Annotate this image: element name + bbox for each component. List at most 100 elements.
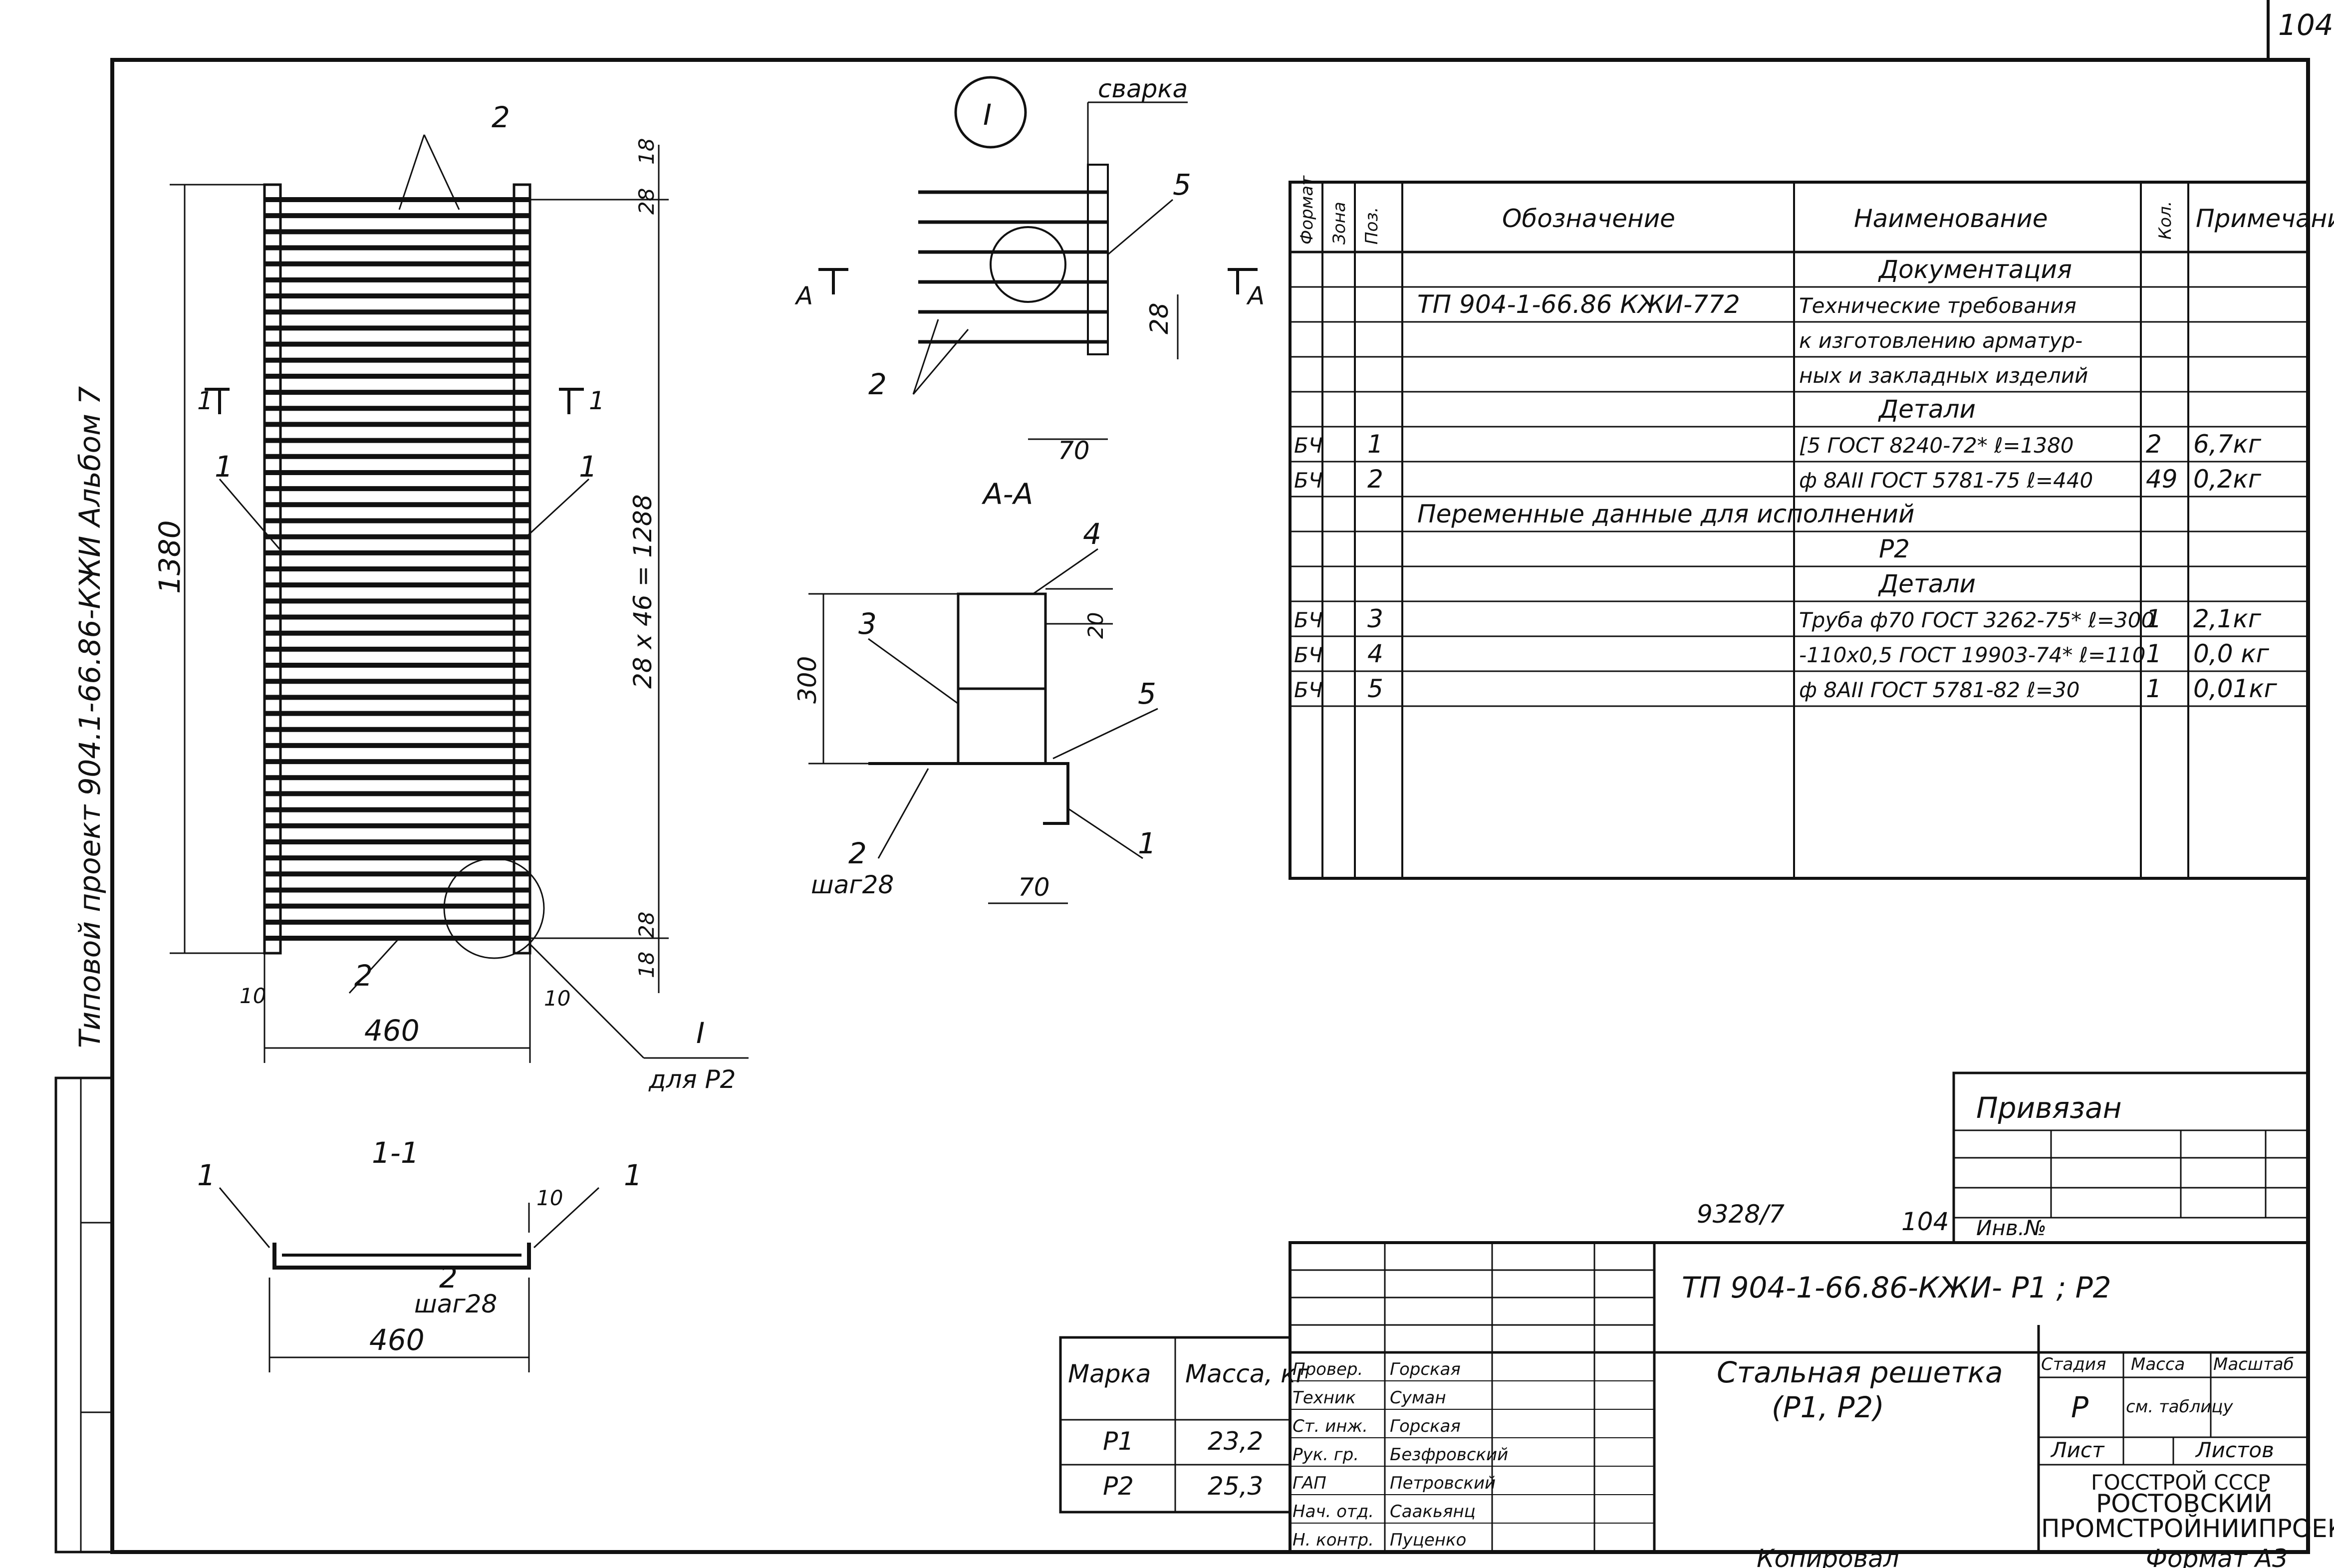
tb-name-2: (Р1, Р2) <box>1772 1390 1884 1424</box>
section-11-pos-mid: 2 <box>439 1261 458 1295</box>
spec-cell-pos: 2 <box>1367 465 1383 494</box>
signer-name: Петровский <box>1390 1473 1496 1493</box>
front-view: 1380 28 x 46 = 1288 18 28 28 18 460 10 1… <box>153 100 749 1094</box>
spec-cell-name: ф 8АII ГОСТ 5781-75 ℓ=440 <box>1799 468 2093 493</box>
mass-row2-mass: 25,3 <box>1208 1472 1263 1501</box>
spec-cell-code: ТП 904-1-66.86 КЖИ-772 <box>1417 290 1740 319</box>
sheet-code: 9328/7 <box>1697 1200 1785 1229</box>
spec-cell-name: Документация <box>1878 255 2072 284</box>
pos-left-1: 1 <box>215 450 233 484</box>
spec-cell-pos: 5 <box>1367 674 1383 703</box>
spec-cell-name: Технические требования <box>1799 293 2076 318</box>
signer-name: Саакьянц <box>1390 1502 1476 1522</box>
dim-top-18: 18 <box>634 138 659 165</box>
copied-by: Копировал <box>1757 1544 1899 1568</box>
spec-cell-fmt: БЧ <box>1294 678 1323 702</box>
detail-I-label: I <box>983 98 992 132</box>
signer-role: Ст. инж. <box>1293 1416 1368 1436</box>
detail-pos-5: 5 <box>1173 168 1191 202</box>
signer-name: Горская <box>1390 1416 1461 1436</box>
pos-bottom-2: 2 <box>354 959 373 993</box>
spec-head-note: Примечание <box>2196 204 2334 233</box>
spec-cell-name: к изготовлению арматур- <box>1799 328 2082 353</box>
section-1-1: 1-1 1 1 2 шаг28 10 460 <box>197 1136 642 1372</box>
tb-stage-head: Стадия <box>2041 1354 2106 1374</box>
detail-I: I сварка 5 2 28 70 А А <box>794 74 1265 465</box>
detail-bars <box>918 190 1108 344</box>
callout-num: I <box>696 1016 705 1050</box>
dim-top-28: 28 <box>634 188 659 215</box>
dim-left-10: 10 <box>240 984 266 1008</box>
spec-cell-note: 0,01кг <box>2193 674 2278 703</box>
signer-role: Провер. <box>1293 1359 1363 1379</box>
mass-row1-mark: Р1 <box>1103 1427 1134 1456</box>
tb-org-1: ГОССТРОЙ СССР <box>2091 1470 2270 1495</box>
spec-cell-qty: 49 <box>2146 465 2178 494</box>
signer-role: Нач. отд. <box>1293 1502 1374 1522</box>
mass-row2-mark: Р2 <box>1103 1472 1134 1501</box>
spec-head-name: Наименование <box>1854 204 2048 233</box>
spec-cell-qty: 1 <box>2146 674 2162 703</box>
spec-cell-pos: 1 <box>1367 430 1383 459</box>
section-AA-pos-2: 2 <box>848 836 867 870</box>
dim-bot-28: 28 <box>634 912 659 938</box>
spec-cell-name: ных и закладных изделий <box>1799 363 2088 388</box>
section-mark-A-right: А <box>1246 281 1265 310</box>
section-AA-pos-3: 3 <box>858 607 877 641</box>
page-number: 104 <box>2278 8 2334 42</box>
signer-role: Техник <box>1293 1388 1356 1408</box>
spec-head-pos: Поз. <box>1362 207 1382 245</box>
signer-name: Суман <box>1390 1388 1446 1408</box>
section-11-title: 1-1 <box>372 1136 419 1170</box>
spec-cell-note: 6,7кг <box>2193 430 2262 459</box>
spec-cell-qty: 1 <box>2146 639 2162 668</box>
spec-cell-qty: 1 <box>2146 604 2162 633</box>
detail-dim-28: 28 <box>1145 302 1174 334</box>
signer-role: Н. контр. <box>1293 1530 1374 1550</box>
spec-head-fmt: Формат <box>1297 175 1317 245</box>
spec-cell-fmt: БЧ <box>1294 433 1323 458</box>
section-AA-dim-20: 20 <box>1083 612 1108 639</box>
section-mark-right: 1 <box>589 386 605 415</box>
section-A-A: А-А 300 20 4 3 5 1 2 шаг28 70 <box>793 477 1158 904</box>
spec-cell-note: 0,2кг <box>2193 465 2262 494</box>
signer-name: Горская <box>1390 1359 1461 1379</box>
spec-cell-name: ф 8АII ГОСТ 5781-82 ℓ=30 <box>1799 678 2079 702</box>
tb-org-3: ПРОМСТРОЙНИИПРОЕКТ <box>2041 1514 2334 1543</box>
section-AA-pos-5: 5 <box>1138 677 1156 711</box>
dim-width: 460 <box>364 1014 420 1047</box>
signer-name: Пуценко <box>1390 1530 1466 1550</box>
spec-cell-fmt: БЧ <box>1294 468 1323 493</box>
weld-label: сварка <box>1098 74 1188 103</box>
grating-bars <box>264 197 529 941</box>
spec-head-qty: Кол. <box>2155 201 2175 240</box>
spec-cell-name: -110х0,5 ГОСТ 19903-74* ℓ=110 <box>1799 643 2145 667</box>
tb-mass-head: Масса <box>2131 1354 2185 1374</box>
bound-title: Привязан <box>1976 1091 2122 1125</box>
format-label: Формат А3 <box>2146 1544 2288 1568</box>
spec-head-zone: Зона <box>1329 202 1349 245</box>
bound-block: Привязан Инв.№ 9328/7 104 <box>1697 1071 2310 1244</box>
sheet-num: 104 <box>1901 1207 1949 1236</box>
section-11-dim-width: 460 <box>369 1323 425 1357</box>
tb-org-2: РОСТОВСКИЙ <box>2096 1489 2273 1518</box>
section-11-pos-right: 1 <box>624 1158 642 1192</box>
section-11-pos-left: 1 <box>197 1158 216 1192</box>
dim-bot-18: 18 <box>634 952 659 978</box>
section-AA-dim-300: 300 <box>793 656 822 704</box>
spec-cell-name: [5 ГОСТ 8240-72* ℓ=1380 <box>1799 433 2074 458</box>
dim-right-10: 10 <box>544 986 570 1011</box>
spec-cell-note: 2,1кг <box>2193 604 2262 633</box>
detail-dim-70: 70 <box>1058 436 1090 465</box>
section-AA-pos-4: 4 <box>1083 517 1101 551</box>
tb-code: ТП 904-1-66.86-КЖИ- Р1 ; Р2 <box>1682 1271 2111 1305</box>
spec-cell-name: Р2 <box>1879 534 1910 563</box>
spec-cell-pos: 3 <box>1367 604 1383 633</box>
title-block: ТП 904-1-66.86-КЖИ- Р1 ; Р2 Стальная реш… <box>1289 1241 2334 1554</box>
side-title: Типовой проект 904.1-66.86-КЖИ Альбом 7 <box>73 386 107 1048</box>
spec-cell-fmt: БЧ <box>1294 643 1323 667</box>
dim-pitch: 28 x 46 = 1288 <box>628 494 657 689</box>
mass-row1-mass: 23,2 <box>1208 1427 1263 1456</box>
